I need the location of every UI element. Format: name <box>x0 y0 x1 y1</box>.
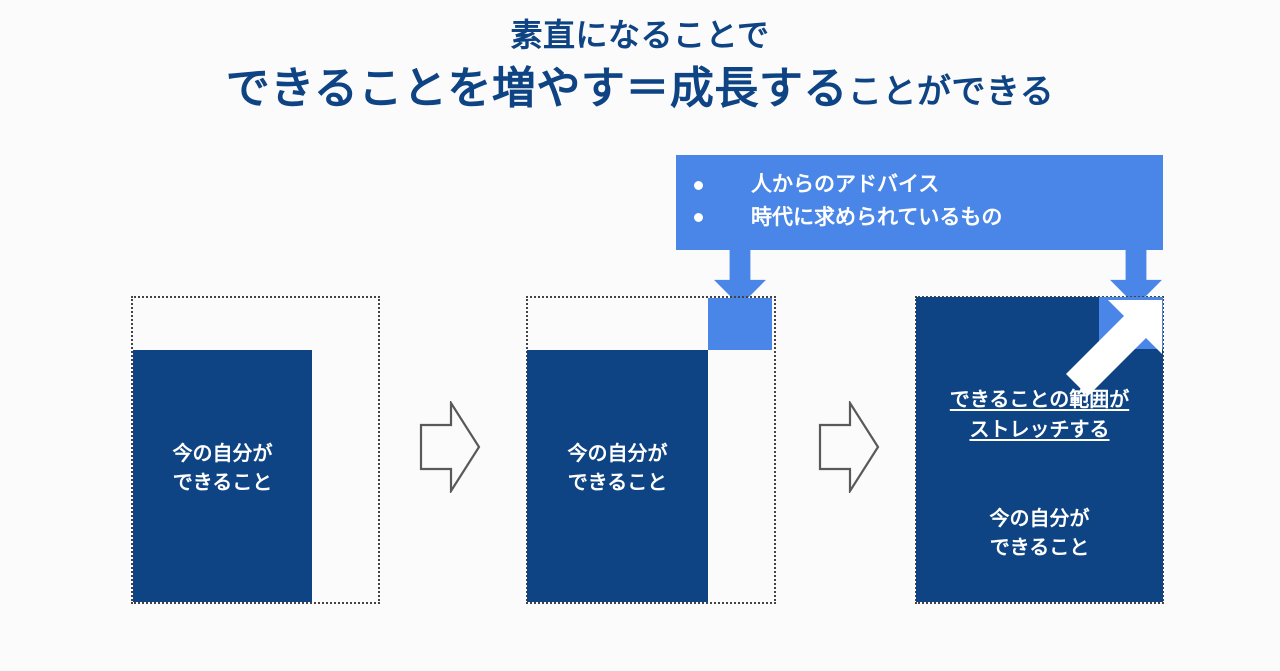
advice-callout: 人からのアドバイス 時代に求められているもの <box>676 155 1163 250</box>
title-line-2-tail: ことができる <box>847 72 1055 111</box>
capability-box-2-growth-square <box>708 298 772 350</box>
callout-bullet-list: 人からのアドバイス 時代に求められているもの <box>676 155 1163 234</box>
chevron-right-outline-svg <box>818 399 880 495</box>
capability-box-1-label: 今の自分が できること <box>172 443 273 494</box>
capability-box-3-stretch-label: できることの範囲が ストレッチする <box>949 389 1130 441</box>
list-item: 時代に求められているもの <box>676 202 1163 235</box>
title-line-2-emphasis: できることを増やす＝成長する <box>225 63 848 113</box>
callout-item-label: 人からのアドバイス <box>751 173 940 196</box>
step-arrow-right-icon-1 <box>419 399 481 495</box>
step-arrow-right-icon-2 <box>818 399 880 495</box>
callout-item-label: 時代に求められているもの <box>751 205 1003 229</box>
capability-box-2-label: 今の自分が できること <box>567 443 668 494</box>
title-line-1: 素直になることで <box>510 17 770 53</box>
bullet-dot-icon <box>694 180 703 190</box>
arrow-up-right-svg <box>1066 300 1162 396</box>
title-line-2: できることを増やす＝成長することができる <box>0 64 1280 113</box>
chevron-right-outline-svg <box>419 399 481 495</box>
page-title: 素直になることで できることを増やす＝成長することができる <box>0 17 1280 113</box>
bullet-dot-icon <box>694 213 703 223</box>
capability-box-1-outline <box>131 296 380 604</box>
capability-box-1-fill <box>133 350 312 602</box>
list-item: 人からのアドバイス <box>676 169 1163 202</box>
capability-box-3-label: 今の自分が できること <box>989 508 1090 559</box>
stretch-arrow-up-right-icon <box>1060 296 1168 400</box>
capability-box-2-fill <box>527 350 708 602</box>
